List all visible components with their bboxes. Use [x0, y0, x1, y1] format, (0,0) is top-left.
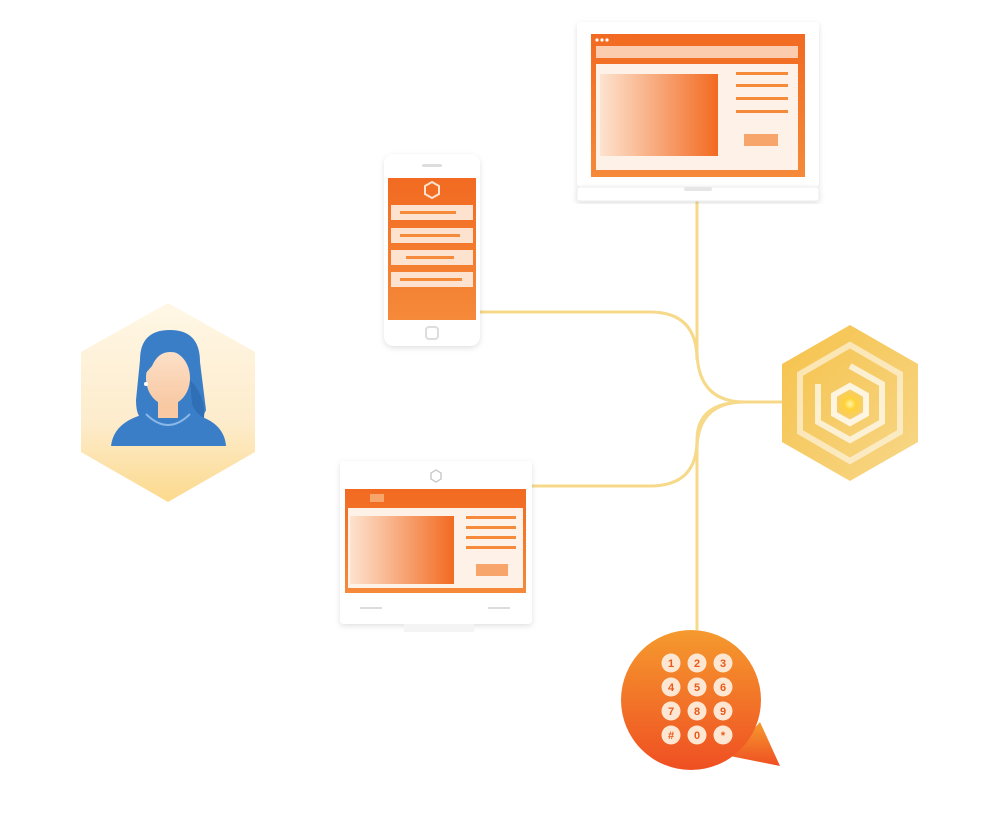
keypad: 1 2 3 4 5 6 7 8 9 #0 * — [661, 653, 733, 745]
connection-laptop-hub — [695, 200, 782, 404]
laptop-icon — [576, 22, 820, 202]
keypad-key-4: 4 — [661, 677, 681, 697]
keypad-key-hash: # — [661, 725, 681, 745]
keypad-key-label: 2 — [694, 658, 700, 670]
connection-kiosk-hub — [532, 400, 746, 488]
keypad-key-star: * — [713, 725, 733, 745]
keypad-key-label: 4 — [668, 682, 675, 694]
keypad-key-label: # — [668, 730, 674, 742]
hexagon-logo-icon — [782, 325, 918, 481]
keypad-key-8: 8 — [687, 701, 707, 721]
keypad-key-label: 1 — [668, 658, 674, 670]
keypad-key-label: 9 — [720, 706, 726, 718]
connection-ivr-hub — [695, 400, 746, 630]
phone-keypad-bubble-icon: 1 2 3 4 5 6 7 8 9 #0 * — [621, 630, 780, 770]
smartphone-icon — [384, 154, 480, 346]
keypad-key-label: 0 — [694, 730, 700, 742]
keypad-key-label: 6 — [720, 682, 726, 694]
connections — [480, 200, 782, 630]
keypad-key-label: 3 — [720, 658, 726, 670]
keypad-key-label: 7 — [668, 706, 674, 718]
keypad-key-3: 3 — [713, 653, 733, 673]
keypad-key-9: 9 — [713, 701, 733, 721]
keypad-key-2: 2 — [687, 653, 707, 673]
keypad-key-0: 0 — [687, 725, 707, 745]
keypad-key-6: 6 — [713, 677, 733, 697]
keypad-key-label: 8 — [694, 706, 700, 718]
keypad-key-7: 7 — [661, 701, 681, 721]
keypad-key-label: * — [721, 730, 726, 742]
user-avatar-icon — [81, 303, 255, 502]
connection-phone-hub — [480, 310, 699, 361]
keypad-key-label: 5 — [694, 682, 700, 694]
keypad-key-5: 5 — [687, 677, 707, 697]
keypad-key-1: 1 — [661, 653, 681, 673]
kiosk-terminal-icon — [340, 461, 532, 632]
